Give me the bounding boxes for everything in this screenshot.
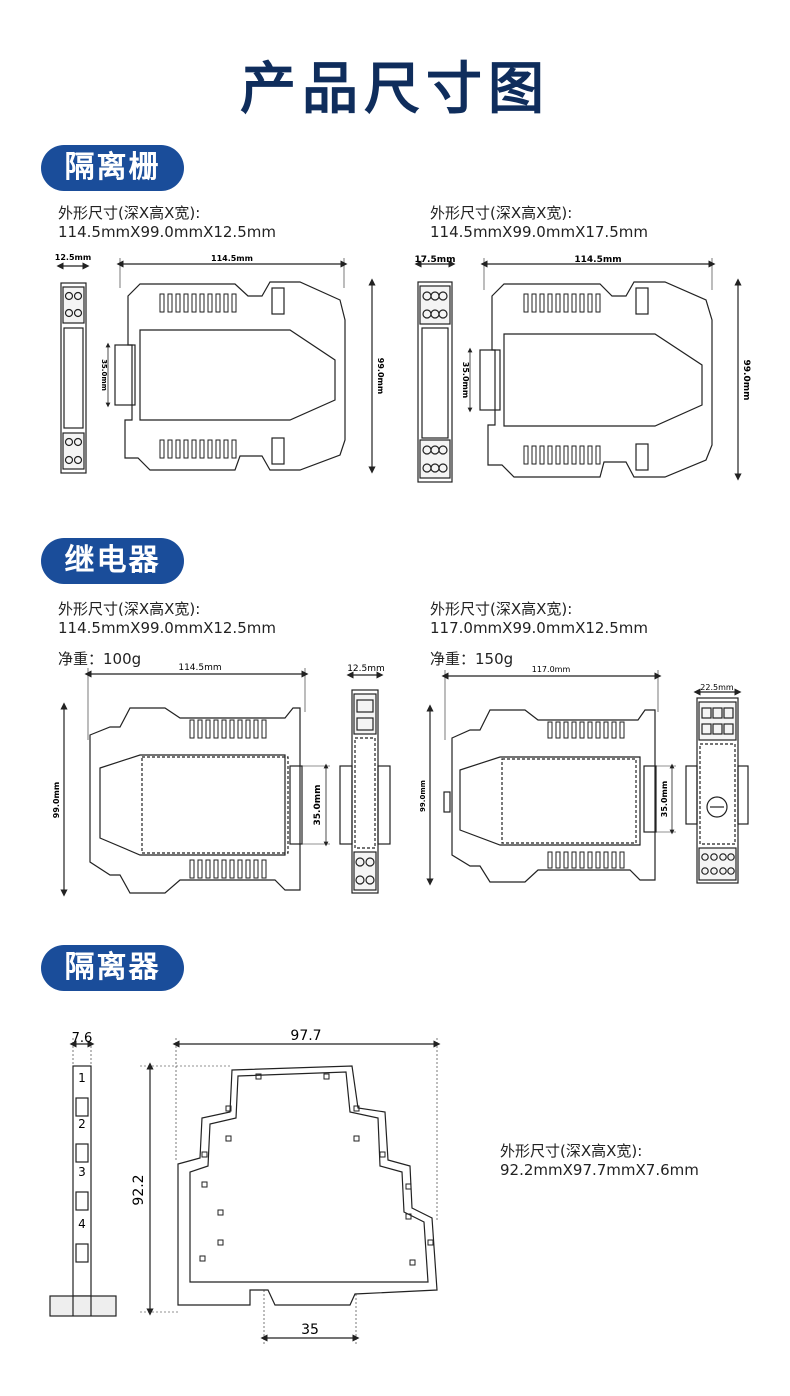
dim-rail: 35 — [301, 1322, 319, 1338]
spec-relay-1: 外形尺寸(深X高X宽): 114.5mmX99.0mmX12.5mm — [58, 600, 276, 638]
isolator-front-view — [49, 1038, 117, 1317]
relay-1-vent-ribs — [189, 719, 267, 879]
dim-height: 99.0mm — [52, 782, 61, 818]
spec-label: 外形尺寸(深X高X宽): — [58, 600, 201, 618]
weight-relay-1: 净重：100g — [58, 650, 142, 668]
relay-1-side-view — [60, 668, 330, 897]
relay-2-vent-ribs — [547, 721, 625, 869]
dim-length: 117.0mm — [532, 665, 571, 674]
barrier-2-vent-ribs — [523, 293, 601, 465]
relay-2-side-view — [426, 670, 676, 886]
isolator-side-view — [140, 1038, 441, 1345]
spec-dims: 92.2mmX97.7mmX7.6mm — [500, 1161, 699, 1179]
spec-dims: 117.0mmX99.0mmX12.5mm — [430, 619, 648, 637]
spec-label: 外形尺寸(深X高X宽): — [500, 1142, 643, 1160]
spec-dims: 114.5mmX99.0mmX17.5mm — [430, 223, 648, 241]
dim-width: 7.6 — [72, 1031, 93, 1046]
barrier-2-front-view — [414, 260, 456, 483]
barrier-1-front-view — [56, 262, 90, 474]
relay-2-front-view — [685, 688, 749, 884]
dim-width: 22.5mm — [700, 683, 734, 692]
dim-width: 17.5mm — [415, 255, 456, 265]
section-badge-isolation-barrier: 隔离栅 — [41, 145, 184, 191]
dim-length: 97.7 — [290, 1028, 321, 1044]
barrier-1-vent-ribs — [159, 293, 237, 459]
spec-barrier-1: 外形尺寸(深X高X宽): 114.5mmX99.0mmX12.5mm — [58, 204, 276, 242]
dim-width: 12.5mm — [55, 253, 91, 262]
spec-dims: 114.5mmX99.0mmX12.5mm — [58, 619, 276, 637]
barrier-2-side-view — [467, 258, 742, 481]
dim-rail: 35.0mm — [461, 362, 470, 398]
dim-rail: 35.0mm — [313, 785, 323, 826]
dim-length: 114.5mm — [211, 254, 253, 263]
terminal-label: 3 — [78, 1165, 86, 1179]
section-badge-relay: 继电器 — [41, 538, 184, 584]
spec-dims: 114.5mmX99.0mmX12.5mm — [58, 223, 276, 241]
page-title: 产品尺寸图 — [240, 57, 550, 122]
weight-relay-2: 净重：150g — [430, 650, 514, 668]
spec-label: 外形尺寸(深X高X宽): — [430, 204, 573, 222]
dim-height: 99.0mm — [741, 360, 751, 401]
section-badge-isolator: 隔离器 — [41, 945, 184, 991]
dim-height: 99.0mm — [419, 780, 427, 812]
dim-length: 114.5mm — [574, 255, 621, 265]
dim-width: 12.5mm — [347, 664, 385, 674]
terminal-label: 1 — [78, 1071, 86, 1085]
spec-label: 外形尺寸(深X高X宽): — [430, 600, 573, 618]
spec-isolator: 外形尺寸(深X高X宽): 92.2mmX97.7mmX7.6mm — [500, 1142, 699, 1180]
dim-rail: 35.0mm — [100, 359, 108, 391]
spec-barrier-2: 外形尺寸(深X高X宽): 114.5mmX99.0mmX17.5mm — [430, 204, 648, 242]
dim-height: 92.2 — [131, 1174, 147, 1205]
relay-1-front-view — [339, 671, 391, 894]
dim-height: 99.0mm — [376, 358, 385, 394]
dim-rail: 35.0mm — [660, 781, 669, 817]
terminal-label: 2 — [78, 1117, 86, 1131]
barrier-1-side-view — [105, 258, 376, 474]
spec-relay-2: 外形尺寸(深X高X宽): 117.0mmX99.0mmX12.5mm — [430, 600, 648, 638]
dim-length: 114.5mm — [178, 663, 221, 673]
spec-label: 外形尺寸(深X高X宽): — [58, 204, 201, 222]
isolator-mounting-holes — [199, 1073, 434, 1266]
terminal-label: 4 — [78, 1217, 86, 1231]
